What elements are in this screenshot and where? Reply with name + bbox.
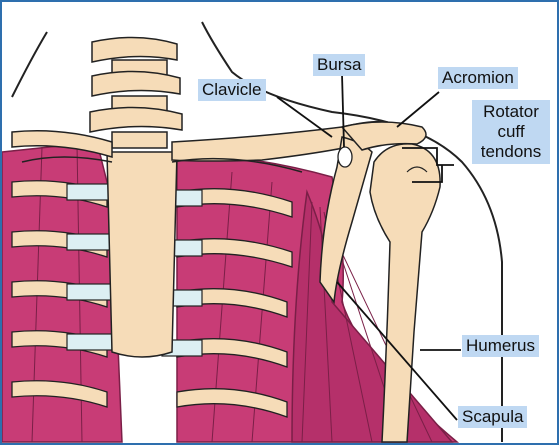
body-outline	[12, 32, 47, 97]
label-scapula: Scapula	[458, 406, 527, 428]
label-bursa: Bursa	[313, 54, 365, 76]
label-acromion: Acromion	[438, 67, 518, 89]
label-clavicle: Clavicle	[198, 79, 266, 101]
label-rotator-line3: tendons	[472, 142, 550, 162]
sternum	[107, 152, 177, 357]
label-humerus: Humerus	[462, 335, 539, 357]
label-rotator-line1: Rotator	[472, 102, 550, 122]
cervical-vertebrae	[90, 37, 182, 148]
neck-left	[42, 42, 52, 122]
label-rotator-line2: cuff	[472, 122, 550, 142]
label-rotator-cuff-tendons: Rotator cuff tendons	[472, 100, 550, 164]
bursa	[338, 147, 352, 167]
